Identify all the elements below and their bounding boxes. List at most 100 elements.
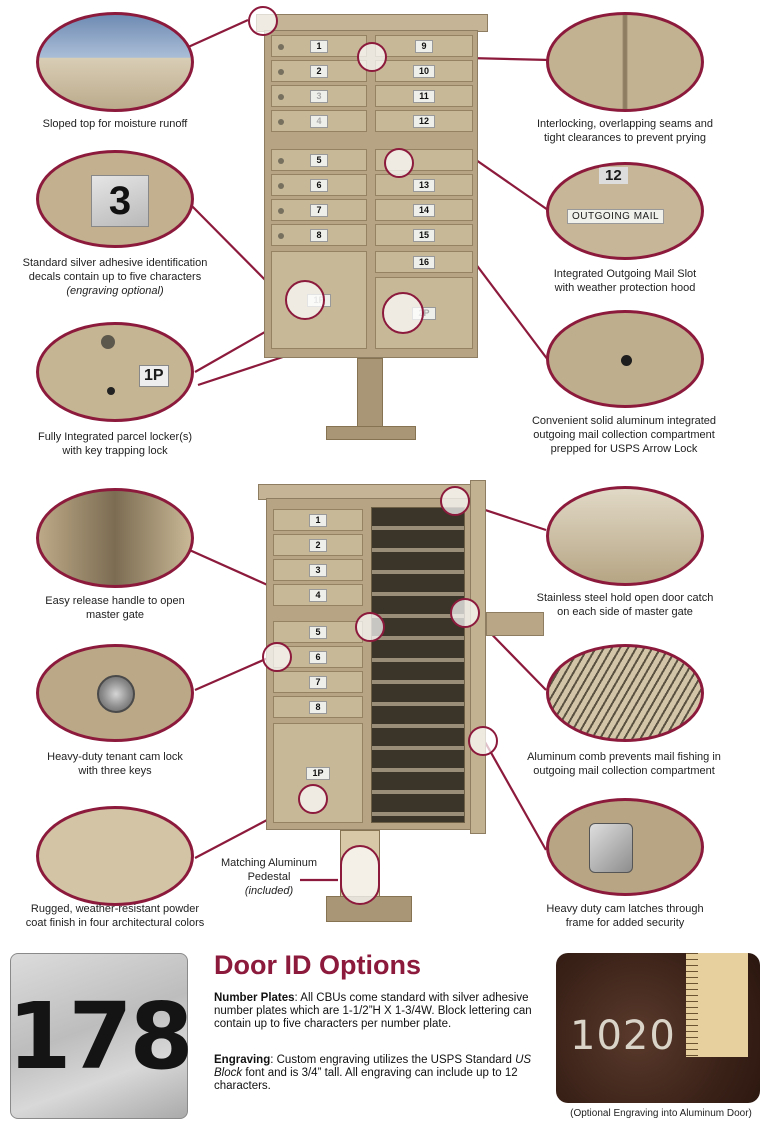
door-number: 8 xyxy=(310,228,328,242)
door-number: 1 xyxy=(309,513,327,527)
door-number: 4 xyxy=(309,588,327,602)
parcel-label: 1P xyxy=(139,365,169,387)
callout-dot xyxy=(262,642,292,672)
door-number: 16 xyxy=(412,255,435,269)
door[interactable]: 3 xyxy=(271,85,367,107)
door[interactable]: 6 xyxy=(271,174,367,196)
door-number: 7 xyxy=(309,675,327,689)
decal-plate: 3 xyxy=(91,175,149,227)
callout-dot xyxy=(355,612,385,642)
cam-lock-icon xyxy=(97,675,135,713)
door-number: 5 xyxy=(309,625,327,639)
door[interactable]: 7 xyxy=(273,671,363,693)
door-number: 6 xyxy=(310,178,328,192)
pedestal-top xyxy=(357,358,383,428)
arrow-lock-hole-icon xyxy=(621,355,632,366)
door-number: 15 xyxy=(412,228,435,242)
door[interactable]: 3 xyxy=(273,559,363,581)
door-number: 1 xyxy=(310,39,328,53)
door[interactable]: 15 xyxy=(375,224,473,246)
door-number: 10 xyxy=(412,64,435,78)
callout-dot xyxy=(298,784,328,814)
outgoing-mail-label: OUTGOING MAIL xyxy=(567,209,665,224)
sloped-top-bubble xyxy=(36,12,194,112)
cabinet-top-body: 1 2 3 4 5 6 7 8 1P 9 10 11 12 13 14 15 1… xyxy=(264,30,478,358)
door-number: 12 xyxy=(412,114,435,128)
door[interactable]: 4 xyxy=(271,110,367,132)
pedestal-base-top xyxy=(326,426,416,440)
door[interactable]: 10 xyxy=(375,60,473,82)
door-number: 1P xyxy=(306,766,330,780)
outgoing-slot-bubble: 12 OUTGOING MAIL xyxy=(546,162,704,260)
door[interactable]: 2 xyxy=(271,60,367,82)
door-number: 6 xyxy=(309,650,327,664)
decal-bubble: 3 xyxy=(36,150,194,248)
callout-dot xyxy=(340,845,380,905)
outgoing-tray xyxy=(486,612,544,636)
door[interactable]: 11 xyxy=(375,85,473,107)
door-number: 4 xyxy=(310,114,328,128)
door[interactable]: 12 xyxy=(375,110,473,132)
door-number: 3 xyxy=(310,89,328,103)
door-number: 8 xyxy=(309,700,327,714)
door[interactable]: 1 xyxy=(271,35,367,57)
door-number: 9 xyxy=(415,39,433,53)
key-lock-icon xyxy=(101,335,115,349)
door-catch-bubble xyxy=(546,486,704,586)
callout-dot xyxy=(450,598,480,628)
door[interactable]: 4 xyxy=(273,584,363,606)
parcel-lock-bubble: 1P xyxy=(36,322,194,422)
outgoing-compartment-bubble xyxy=(546,310,704,408)
seams-bubble xyxy=(546,12,704,112)
door-number: 5 xyxy=(310,153,328,167)
decal-number: 3 xyxy=(108,178,132,223)
door[interactable]: 7 xyxy=(271,199,367,221)
door[interactable]: 14 xyxy=(375,199,473,221)
caption-parcel-locker: Fully Integrated parcel locker(s)with ke… xyxy=(37,431,193,457)
door[interactable]: 16 xyxy=(375,251,473,273)
door-number: 3 xyxy=(309,563,327,577)
number-plates-paragraph: Number Plates: All CBUs come standard wi… xyxy=(214,992,532,1030)
callout-dot xyxy=(248,6,278,36)
engraving-sample: 1020 xyxy=(556,953,760,1103)
cam-latch-bubble xyxy=(546,798,704,896)
plate-sample-number: 178 xyxy=(7,982,193,1090)
engraving-sample-number: 1020 xyxy=(570,1013,676,1059)
master-gate[interactable] xyxy=(470,480,486,834)
door[interactable]: 9 xyxy=(375,35,473,57)
door-number: 13 xyxy=(412,178,435,192)
door-number: 2 xyxy=(310,64,328,78)
release-handle-bubble xyxy=(36,488,194,588)
ruler xyxy=(686,953,748,1057)
door[interactable]: 1 xyxy=(273,509,363,531)
callout-dot xyxy=(357,42,387,72)
latch-icon xyxy=(589,823,633,873)
door-number: 2 xyxy=(309,538,327,552)
engraving-caption: (Optional Engraving into Aluminum Door) xyxy=(570,1108,752,1119)
door[interactable]: 5 xyxy=(271,149,367,171)
door[interactable]: 13 xyxy=(375,174,473,196)
door[interactable]: 2 xyxy=(273,534,363,556)
door[interactable]: 8 xyxy=(271,224,367,246)
callout-dot xyxy=(382,292,424,334)
cam-lock-bubble xyxy=(36,644,194,742)
number-plate-sample: 178 xyxy=(7,953,194,1119)
door-number: 7 xyxy=(310,203,328,217)
door[interactable]: 5 xyxy=(273,621,363,643)
callout-dot xyxy=(468,726,498,756)
door[interactable]: 8 xyxy=(273,696,363,718)
open-compartments xyxy=(371,507,465,823)
door-id-title: Door ID Options xyxy=(214,950,421,980)
door-number: 14 xyxy=(412,203,435,217)
engraving-paragraph: Engraving: Custom engraving utilizes the… xyxy=(214,1054,532,1092)
